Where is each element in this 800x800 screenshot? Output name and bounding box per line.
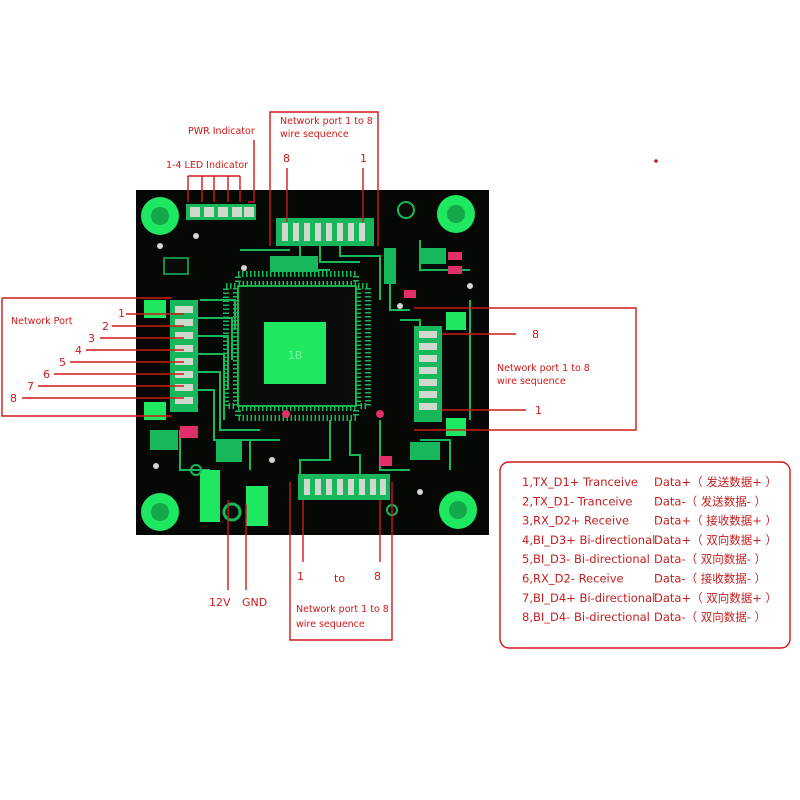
legend-wire-data: Data+（ 双向数据+ ） (654, 533, 777, 547)
wire-legend: 1,TX_D1+ Tranceive Data+（ 发送数据+ ） 2,TX_D1-… (522, 475, 777, 624)
mounting-hole-top-right (437, 195, 475, 233)
legend-wire-data: Data+（ 接收数据+ ） (654, 514, 777, 528)
left-pin-2: 2 (102, 320, 109, 333)
legend-wire-data: Data+（ 双向数据+ ） (654, 591, 777, 605)
top-port-label-line1: Network port 1 to 8 (280, 116, 373, 127)
small-components (150, 201, 473, 516)
right-pin-1: 1 (535, 404, 542, 417)
pwr-indicator-label: PWR Indicator (188, 126, 255, 137)
legend-wire-name: 2,TX_D1- Tranceive (522, 494, 632, 508)
right-port-label-line2: wire sequence (497, 376, 566, 387)
left-port-label: Network Port (11, 316, 73, 327)
legend-wire-data: Data+（ 发送数据+ ） (654, 475, 777, 489)
left-pin-7: 7 (27, 380, 34, 393)
right-connector-pads (414, 312, 466, 436)
bottom-connector-pads (298, 474, 390, 500)
bottom-pin-1: 1 (297, 570, 304, 583)
top-port-label-line2: wire sequence (280, 129, 349, 140)
legend-wire-data: Data-（ 双向数据- ） (654, 552, 766, 566)
legend-wire-name: 7,BI_D4+ Bi-directional (522, 591, 655, 605)
power-12v-label: 12V (209, 596, 231, 609)
left-pin-6: 6 (43, 368, 50, 381)
ground-label: GND (242, 596, 267, 609)
legend-box (499, 461, 791, 649)
annotation-lines (1, 111, 637, 641)
power-connector-pads (180, 426, 268, 526)
legend-wire-name: 6,RX_D2- Receive (522, 572, 624, 586)
legend-wire-name: 3,RX_D2+ Receive (522, 514, 629, 528)
left-pin-3: 3 (88, 332, 95, 345)
legend-wire-data: Data-（ 发送数据- ） (654, 494, 766, 508)
bottom-to: to (334, 572, 345, 585)
mounting-hole-bottom-right (439, 491, 477, 529)
pcb-board: 1B (136, 190, 489, 535)
bottom-pin-8: 8 (374, 570, 381, 583)
chip-mark: 1B (288, 349, 303, 362)
mounting-hole-top-left (141, 197, 179, 235)
legend-wire-name: 4,BI_D3+ Bi-directional (522, 533, 655, 547)
stray-dot (654, 159, 658, 163)
bottom-port-label-line1: Network port 1 to 8 (296, 604, 389, 615)
bottom-port-label-line2: wire sequence (296, 619, 365, 630)
left-pin-1: 1 (118, 307, 125, 320)
mounting-hole-bottom-left (141, 493, 179, 531)
led-pads (186, 204, 256, 220)
led-indicator-label: 1-4 LED Indicator (166, 160, 248, 171)
left-pin-8: 8 (10, 392, 17, 405)
left-pin-4: 4 (75, 344, 82, 357)
right-port-label-line1: Network port 1 to 8 (497, 363, 590, 374)
legend-wire-name: 1,TX_D1+ Tranceive (522, 475, 638, 489)
top-pin-8: 8 (283, 152, 290, 165)
left-pin-5: 5 (59, 356, 66, 369)
right-pin-8: 8 (532, 328, 539, 341)
top-pin-1: 1 (360, 152, 367, 165)
top-connector-pads (276, 218, 374, 246)
main-ic: 1B (223, 271, 371, 421)
legend-wire-data: Data-（ 双向数据- ） (654, 610, 766, 624)
legend-wire-name: 5,BI_D3- Bi-directional (522, 552, 650, 566)
annotation-labels: PWR Indicator 1-4 LED Indicator Network … (10, 116, 590, 630)
legend-wire-data: Data-（ 接收数据- ） (654, 572, 766, 586)
legend-wire-name: 8,BI_D4- Bi-directional (522, 610, 650, 624)
